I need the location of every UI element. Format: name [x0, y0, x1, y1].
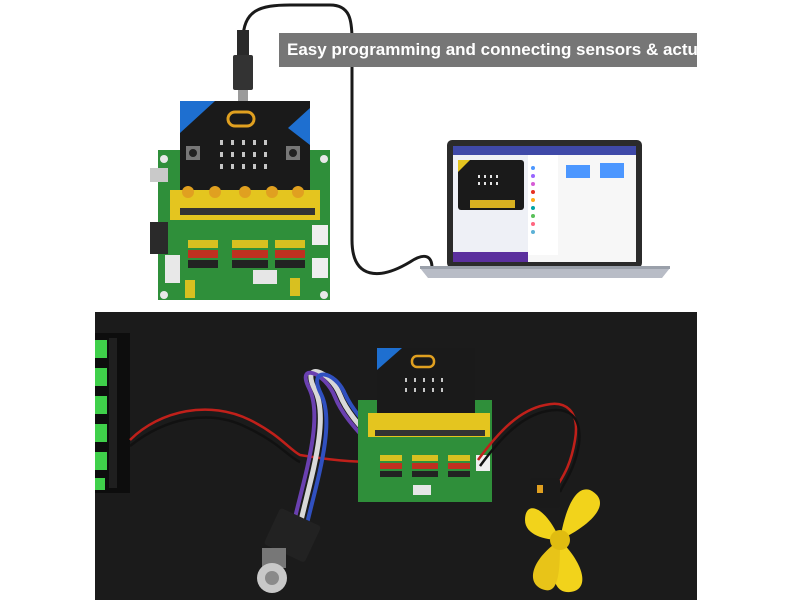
laptop-icon — [420, 140, 670, 278]
battery-pack-icon — [95, 333, 130, 493]
rotary-sensor-icon — [257, 508, 321, 593]
fan-icon — [525, 478, 600, 593]
usb-cable-icon — [233, 3, 434, 275]
microbit-board-bottom — [358, 348, 492, 502]
caption-text: Easy programming and connecting sensors … — [287, 40, 740, 59]
caption-banner: Easy programming and connecting sensors … — [279, 33, 740, 67]
microbit-expansion-board-icon — [150, 101, 330, 300]
